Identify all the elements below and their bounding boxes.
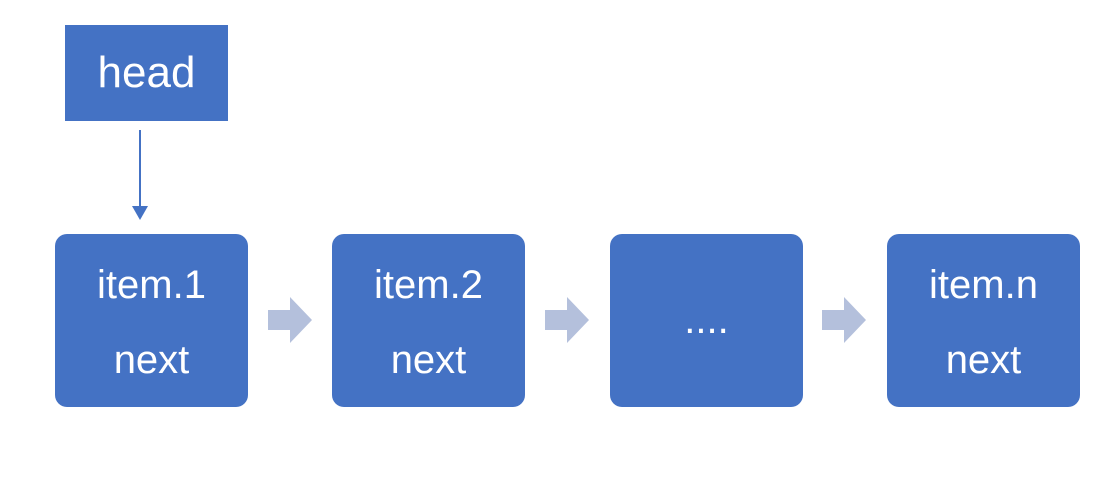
link-arrow-icon — [545, 297, 589, 343]
node-item-label: item.2 — [374, 263, 483, 307]
node-ellipsis-label: .... — [684, 298, 729, 342]
head-pointer-box: head — [65, 25, 228, 121]
head-to-first-arrow-icon — [132, 130, 148, 220]
list-node-n: item.n next — [887, 234, 1080, 407]
list-node-2: item.2 next — [332, 234, 525, 407]
node-next-label: next — [113, 338, 190, 382]
link-arrow-icon — [822, 297, 866, 343]
list-node-ellipsis: .... — [610, 234, 803, 407]
link-arrow-icon — [268, 297, 312, 343]
head-label: head — [97, 48, 196, 97]
node-item-label: item.1 — [97, 263, 206, 307]
node-item-label: item.n — [929, 263, 1038, 307]
list-node-1: item.1 next — [55, 234, 248, 407]
node-next-label: next — [390, 338, 467, 382]
node-next-label: next — [945, 338, 1022, 382]
